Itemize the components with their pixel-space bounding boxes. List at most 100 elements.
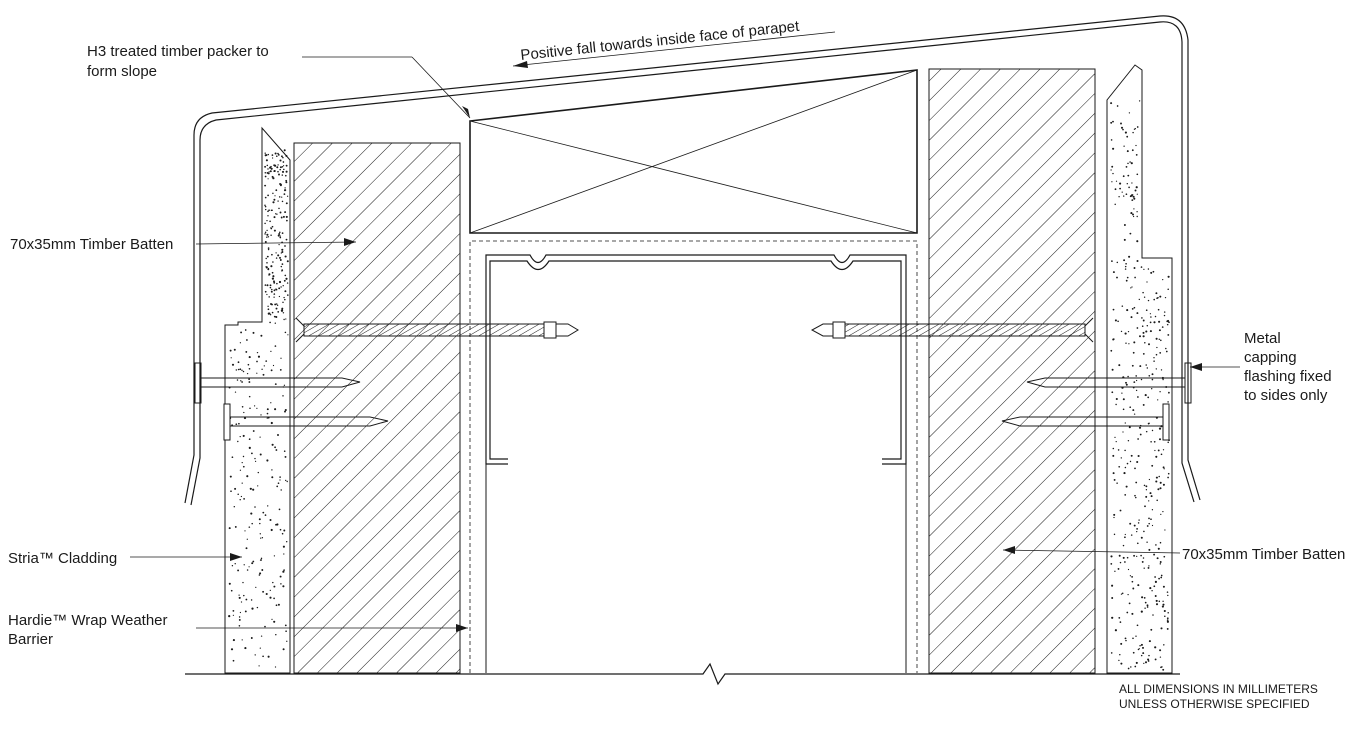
cladding-stipple-dot: [1113, 478, 1116, 481]
cladding-stipple-dot: [1142, 331, 1145, 334]
cladding-stipple-dot: [279, 235, 281, 237]
cladding-stipple-dot: [1155, 455, 1158, 458]
cladding-stipple-dot: [259, 436, 261, 438]
cladding-stipple-dot: [229, 349, 232, 352]
cladding-stipple-dot: [1128, 343, 1130, 345]
cladding-stipple-dot: [279, 159, 282, 162]
cladding-stipple-dot: [281, 263, 284, 265]
cladding-stipple-dot: [234, 563, 236, 565]
cladding-stipple-dot: [250, 452, 253, 455]
cladding-stipple-dot: [1143, 597, 1146, 599]
cladding-stipple-dot: [1155, 368, 1157, 370]
cladding-stipple-dot: [1162, 449, 1165, 451]
cladding-stipple-dot: [248, 381, 251, 383]
cladding-stipple-dot: [276, 155, 278, 157]
cladding-label: Stria™ Cladding: [8, 550, 117, 567]
cladding-stipple-dot: [1122, 431, 1124, 433]
cladding-stipple-dot: [244, 647, 247, 650]
cladding-stipple-dot: [1129, 575, 1132, 577]
cladding-stipple-dot: [270, 265, 273, 268]
cladding-stipple-dot: [1125, 279, 1128, 282]
cladding-stipple-dot: [1149, 330, 1152, 333]
capping-label-line1: Metal: [1244, 330, 1281, 347]
cladding-stipple-dot: [1159, 649, 1162, 652]
cladding-stipple-dot: [267, 153, 270, 156]
cladding-stipple-dot: [266, 293, 268, 296]
cladding-stipple-dot: [1136, 193, 1138, 195]
cladding-stipple-dot: [283, 569, 285, 571]
cladding-stipple-dot: [1144, 661, 1148, 664]
cladding-stipple-dot: [1163, 609, 1166, 613]
cladding-stipple-dot: [1168, 391, 1170, 394]
cladding-stipple-dot: [1158, 438, 1162, 441]
cladding-stipple-dot: [1145, 330, 1148, 333]
cladding-stipple-dot: [1160, 513, 1162, 516]
cladding-stipple-dot: [1164, 615, 1166, 618]
cladding-stipple-dot: [259, 453, 262, 456]
cladding-stipple-dot: [281, 307, 284, 310]
cladding-stipple-dot: [1148, 548, 1151, 551]
cladding-stipple-dot: [269, 589, 271, 592]
cladding-stipple-dot: [1144, 505, 1146, 508]
cladding-stipple-dot: [1158, 329, 1161, 332]
cladding-stipple-dot: [282, 312, 285, 314]
cladding-stipple-dot: [280, 155, 283, 158]
cladding-stipple-dot: [1116, 105, 1119, 107]
cladding-stipple-dot: [1120, 593, 1123, 595]
cladding-stipple-dot: [1124, 332, 1127, 335]
cladding-stipple-dot: [1130, 212, 1133, 215]
cladding-stipple-dot: [232, 659, 235, 662]
cladding-stipple-dot: [1131, 580, 1134, 583]
cladding-stipple-dot: [1112, 120, 1114, 123]
cladding-stipple-dot: [240, 601, 243, 603]
cladding-stipple-dot: [259, 647, 261, 649]
wrap-label-line1: Hardie™ Wrap Weather: [8, 612, 168, 629]
cladding-stipple-dot: [256, 360, 258, 363]
cladding-stipple-dot: [1146, 541, 1148, 543]
cladding-stipple-dot: [271, 157, 274, 159]
cladding-stipple-dot: [1150, 495, 1153, 498]
cladding-stipple-dot: [267, 247, 270, 249]
cladding-stipple-dot: [1132, 409, 1135, 412]
cladding-stipple-dot: [265, 154, 268, 157]
cladding-stipple-dot: [285, 318, 287, 320]
cladding-stipple-dot: [285, 215, 288, 218]
cladding-stipple-dot: [1132, 637, 1134, 640]
cladding-stipple-dot: [1137, 648, 1140, 651]
cladding-stipple-dot: [1142, 557, 1145, 559]
cladding-stipple-dot: [234, 525, 237, 528]
cladding-stipple-dot: [1144, 601, 1147, 604]
cladding-stipple-dot: [1120, 126, 1124, 129]
cladding-stipple-dot: [267, 236, 270, 238]
cladding-stipple-dot: [1147, 422, 1150, 425]
cladding-stipple-dot: [1135, 153, 1138, 156]
cladding-stipple-dot: [1134, 128, 1136, 130]
cladding-stipple-dot: [284, 331, 287, 334]
cladding-stipple-dot: [267, 308, 270, 311]
leader-lines: [130, 31, 1240, 632]
cladding-stipple-dot: [1136, 259, 1139, 263]
cladding-stipple-dot: [1116, 276, 1118, 279]
cladding-stipple-dot: [280, 265, 283, 268]
cladding-stipple-dot: [1125, 383, 1128, 386]
cladding-stipple-dot: [1146, 525, 1149, 527]
wrap-label-line2: Barrier: [8, 631, 53, 648]
cladding-stipple-dot: [271, 311, 274, 314]
cladding-stipple-dot: [237, 440, 239, 443]
cladding-stipple-dot: [1112, 271, 1115, 274]
cladding-stipple-dot: [281, 232, 284, 234]
cladding-stipple-dot: [237, 361, 240, 364]
cladding-stipple-dot: [276, 166, 279, 169]
cladding-stipple-dot: [1122, 544, 1125, 547]
cladding-stipple-dot: [266, 229, 268, 232]
cladding-stipple-dot: [1136, 624, 1139, 627]
cladding-stipple-dot: [1160, 339, 1162, 342]
cladding-stipple-dot: [281, 196, 283, 198]
cladding-stipple-dot: [242, 455, 245, 458]
cladding-stipple-dot: [1147, 658, 1150, 661]
cladding-stipple-dot: [279, 166, 282, 169]
cladding-stipple-dot: [1119, 653, 1121, 656]
cladding-stipple-dot: [1129, 232, 1132, 235]
cladding-stipple-dot: [241, 639, 243, 641]
cladding-stipple-dot: [1148, 522, 1150, 525]
